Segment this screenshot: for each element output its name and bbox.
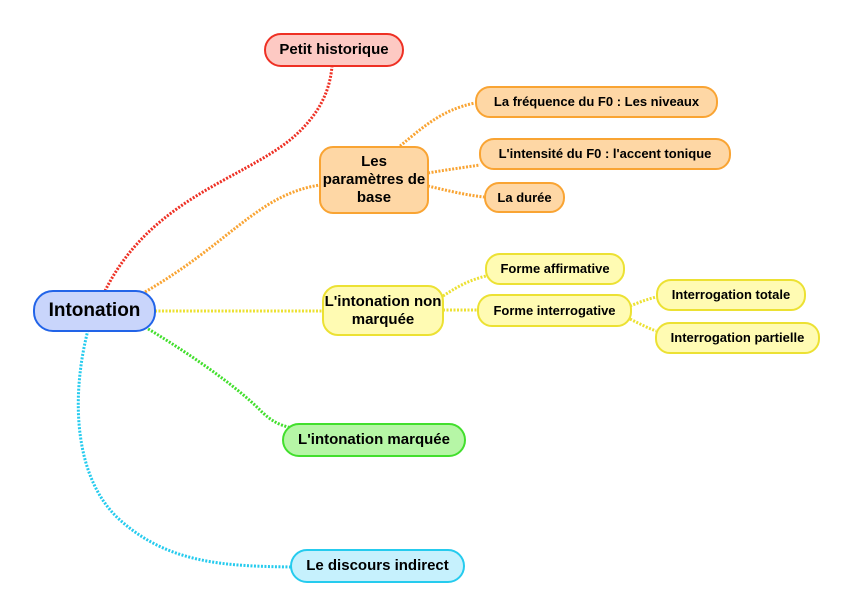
node-label: Forme affirmative [500, 261, 610, 277]
connector-marquee [144, 325, 293, 430]
connector-duree [427, 184, 485, 199]
connector-partielle [629, 317, 657, 333]
node-label: Interrogation totale [671, 287, 791, 303]
connector-historique [103, 65, 334, 292]
node-label: Intonation [48, 299, 141, 321]
node-label: Les paramètres de base [322, 153, 426, 206]
connector-affirmative [442, 274, 487, 298]
node-label: L'intensité du F0 : l'accent tonique [498, 146, 712, 162]
node-intensite-f0[interactable]: L'intensité du F0 : l'accent tonique [479, 138, 731, 170]
node-forme-interrogative[interactable]: Forme interrogative [477, 294, 632, 327]
node-discours-indirect[interactable]: Le discours indirect [290, 549, 465, 583]
node-forme-affirmative[interactable]: Forme affirmative [485, 253, 625, 285]
node-interrogation-totale[interactable]: Interrogation totale [656, 279, 806, 311]
node-label: L'intonation non marquée [324, 292, 442, 328]
node-duree[interactable]: La durée [484, 182, 565, 213]
node-label: La durée [497, 189, 552, 205]
node-label: La fréquence du F0 : Les niveaux [493, 94, 700, 110]
node-label: Forme interrogative [493, 302, 616, 318]
root-node-intonation[interactable]: Intonation [33, 290, 156, 332]
connector-parametres [144, 183, 321, 294]
connector-totale [629, 295, 657, 308]
connector-discours [76, 329, 293, 569]
node-intonation-marquee[interactable]: L'intonation marquée [282, 423, 466, 457]
connector-intensite [427, 163, 481, 175]
node-label: Interrogation partielle [670, 330, 805, 346]
node-petit-historique[interactable]: Petit historique [264, 33, 404, 67]
node-parametres-de-base[interactable]: Les paramètres de base [319, 146, 429, 214]
node-interrogation-partielle[interactable]: Interrogation partielle [655, 322, 820, 354]
connector-frequence [399, 101, 476, 148]
node-intonation-non-marquee[interactable]: L'intonation non marquée [322, 285, 444, 336]
node-frequence-f0[interactable]: La fréquence du F0 : Les niveaux [475, 86, 718, 118]
node-label: L'intonation marquée [298, 431, 450, 448]
node-label: Le discours indirect [306, 557, 449, 574]
node-label: Petit historique [279, 41, 389, 58]
